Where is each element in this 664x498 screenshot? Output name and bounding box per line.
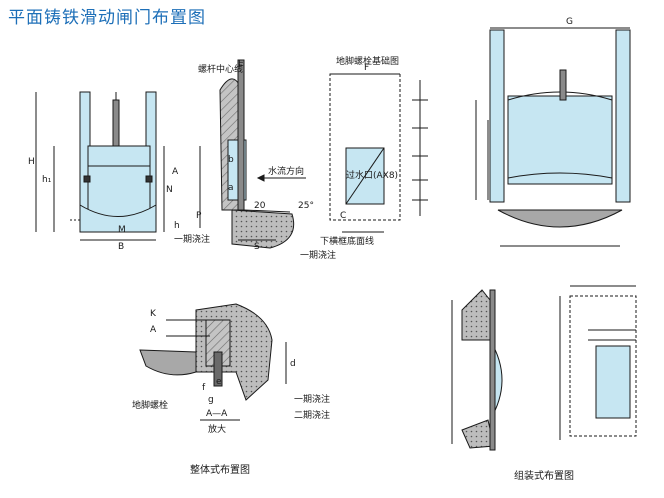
section-label: A—A bbox=[206, 409, 228, 419]
anchor-bolt-foundation-view bbox=[329, 73, 428, 233]
dim-d: d bbox=[290, 359, 296, 369]
anchor-bolt-label: 地脚螺栓 bbox=[132, 401, 169, 411]
assembled-elevation-view bbox=[559, 285, 637, 440]
dim-e: e bbox=[216, 377, 222, 387]
dim-A-mark: A bbox=[172, 167, 179, 177]
dim-G: G bbox=[566, 17, 573, 27]
page-title: 平面铸铁滑动闸门布置图 bbox=[8, 8, 206, 28]
dim-A-section: A bbox=[150, 325, 157, 335]
dim-h1: h₁ bbox=[42, 175, 52, 185]
dim-b: b bbox=[228, 155, 234, 165]
assembled-layout-caption: 组装式布置图 bbox=[514, 471, 574, 482]
assembled-side-section-view bbox=[451, 289, 503, 451]
anchor-layout-label: 地脚螺栓基础图 bbox=[336, 57, 400, 67]
dim-H: H bbox=[28, 157, 35, 167]
enlarge-label: 放大 bbox=[208, 425, 227, 435]
large-front-elevation-view bbox=[475, 27, 631, 247]
dim-C: C bbox=[340, 211, 347, 221]
integral-layout-caption: 整体式布置图 bbox=[190, 465, 250, 476]
first-pour-label-c: 一期浇注 bbox=[294, 395, 331, 405]
dim-N: N bbox=[166, 185, 173, 195]
bottom-line-label: 下横框底面线 bbox=[320, 237, 375, 247]
dim-a: a bbox=[228, 183, 234, 193]
dim-h: h bbox=[174, 221, 180, 231]
second-pour-label: 二期浇注 bbox=[294, 411, 331, 421]
dim-M: M bbox=[118, 225, 126, 235]
dim-f: f bbox=[202, 383, 206, 393]
front-elevation-view bbox=[35, 91, 165, 241]
dim-20-label: 20 bbox=[254, 201, 266, 211]
dim-g: g bbox=[208, 395, 214, 405]
dim-B: B bbox=[118, 242, 125, 252]
dim-F: F bbox=[364, 63, 370, 73]
first-pour-label-a: 一期浇注 bbox=[174, 235, 211, 245]
flow-direction-label: 水流方向 bbox=[268, 167, 305, 177]
dim-K: K bbox=[150, 309, 156, 319]
dim-S: S bbox=[254, 242, 260, 252]
enlarged-section-view bbox=[139, 303, 287, 421]
screw-center-label: 螺杆中心线 bbox=[198, 65, 244, 75]
dim-E: E bbox=[238, 59, 244, 69]
orifice-label: 过水口(AX8) bbox=[346, 171, 399, 181]
first-pour-label-b: 一期浇注 bbox=[300, 251, 337, 261]
dim-P: P bbox=[196, 211, 202, 221]
side-section-view bbox=[199, 59, 306, 249]
angle-label: 25° bbox=[298, 201, 314, 211]
